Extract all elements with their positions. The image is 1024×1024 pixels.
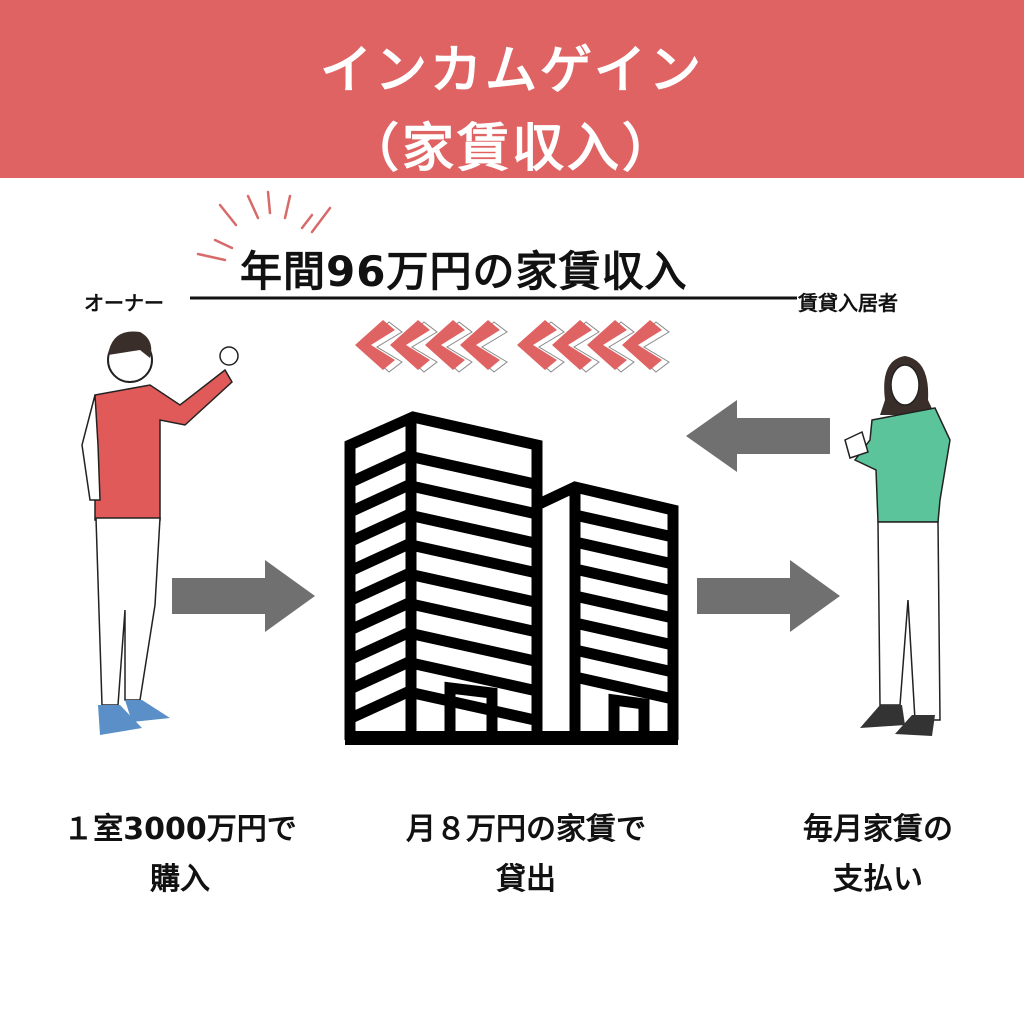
building-floor-line xyxy=(347,567,414,606)
building-floor-line xyxy=(347,656,414,694)
caption-monthly-payment: 毎月家賃の 支払い xyxy=(718,805,1024,905)
caption-line: 購入 xyxy=(150,862,210,897)
building-floor-line xyxy=(409,628,539,667)
building-floor-line xyxy=(409,451,539,490)
chevron xyxy=(552,320,592,370)
annual-income-heading: 年間96万円の家賃収入 xyxy=(240,247,688,296)
caption-rent-out: 月８万円の家賃で 貸出 xyxy=(366,805,686,905)
building-floor-line xyxy=(409,539,539,579)
building-floor-line xyxy=(573,509,675,543)
building-floor-line xyxy=(347,538,414,576)
chevron xyxy=(390,320,430,370)
building-floor-line xyxy=(347,626,414,665)
building-floor-line xyxy=(573,617,675,651)
caption-purchase: １室3000万円で 購入 xyxy=(20,805,340,905)
chevron-arrows-left-icon xyxy=(355,320,670,373)
building-floor-line xyxy=(347,449,414,488)
building-floor-line xyxy=(573,644,675,678)
tenant-label: 賃貸入居者 xyxy=(798,291,898,315)
building-floor-line xyxy=(409,569,539,608)
title-line2: （家賃収入） xyxy=(346,119,677,179)
burst-icon xyxy=(196,190,332,262)
building-icon xyxy=(344,411,679,745)
building-floor-line xyxy=(573,563,675,597)
caption-line: １室3000万円で xyxy=(63,812,297,847)
building-floor-line xyxy=(573,590,675,624)
arrow-right-icon xyxy=(172,560,315,632)
building-floor-line xyxy=(409,657,539,697)
building-floor-line xyxy=(409,480,539,520)
chevron xyxy=(587,320,627,370)
tenant-figure xyxy=(844,356,951,736)
building-floor-line xyxy=(347,479,414,517)
chevron xyxy=(355,320,395,370)
chevron xyxy=(517,320,557,370)
caption-line: 毎月家賃の xyxy=(803,812,953,847)
arrow-left-icon xyxy=(686,400,830,472)
building-floor-line xyxy=(573,536,675,570)
building-floor-line xyxy=(347,508,414,547)
building-floor-line xyxy=(347,685,414,724)
caption-line: 月８万円の家賃で xyxy=(406,812,646,847)
building-floor-line xyxy=(347,597,414,635)
building-floor-line xyxy=(409,687,539,726)
building-floor-line xyxy=(573,671,675,705)
title-line1: インカムゲイン xyxy=(320,41,704,101)
header-banner: インカムゲイン （家賃収入） xyxy=(0,0,1024,179)
owner-label: オーナー xyxy=(84,291,164,315)
caption-line: 貸出 xyxy=(496,862,556,897)
building-floor-line xyxy=(409,510,539,549)
building-floor-line xyxy=(409,598,539,638)
chevron xyxy=(425,320,465,370)
caption-line: 支払い xyxy=(833,862,923,897)
owner-figure xyxy=(81,331,239,735)
chevron xyxy=(622,320,662,370)
arrow-right-icon xyxy=(697,560,840,632)
chevron xyxy=(460,320,500,370)
